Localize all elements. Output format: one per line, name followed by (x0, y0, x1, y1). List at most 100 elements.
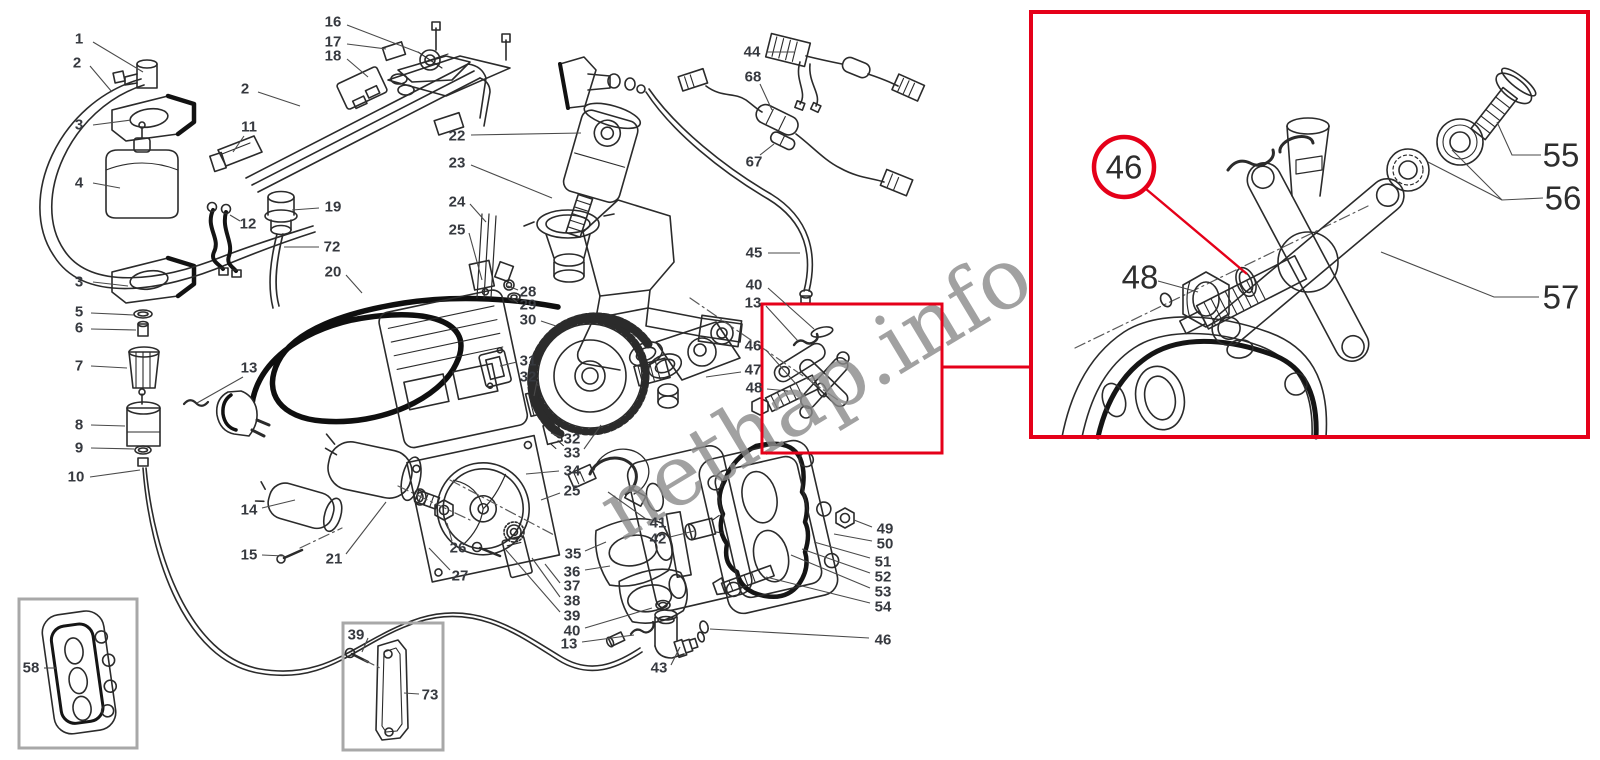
leader-line (346, 43, 387, 50)
thermostat-wires-drawing (206, 190, 298, 309)
part-callout-5: 5 (75, 304, 83, 321)
tubing-drawing (39, 63, 643, 677)
leader-line (90, 424, 126, 427)
leader-line (670, 646, 681, 666)
housing-fan-drawing (378, 289, 564, 583)
part-callout-57: 57 (1543, 279, 1580, 316)
part-callout-7: 7 (75, 358, 83, 375)
inset-detail-drawing (1061, 67, 1537, 440)
leader-line (759, 83, 773, 111)
part-callout-13: 13 (561, 636, 578, 653)
part-callout-39: 39 (348, 627, 365, 644)
leader-line (765, 576, 871, 604)
part-callout-44: 44 (744, 44, 761, 61)
part-callout-15: 15 (241, 547, 258, 564)
part-callout-12: 12 (240, 216, 257, 233)
part-callout-9: 9 (75, 440, 83, 457)
leader-line (705, 371, 742, 378)
part-callout-13: 13 (241, 360, 258, 377)
red-leader-line (1145, 188, 1248, 275)
part-callout-40: 40 (564, 623, 581, 640)
part-callout-49: 49 (877, 521, 894, 538)
part-callout-19: 19 (325, 199, 342, 216)
leader-line (470, 132, 582, 136)
top-valve-plate-drawing (381, 21, 511, 136)
leader-line (261, 499, 296, 509)
watermark-text: nethap.info (582, 225, 1048, 559)
leader-line (669, 530, 695, 538)
leader-line (92, 119, 132, 126)
leader-line (1380, 251, 1539, 298)
part-callout-3: 3 (75, 274, 83, 291)
leader-line (90, 447, 135, 450)
pump-assembly-drawing (468, 102, 642, 302)
leader-line (92, 182, 121, 189)
part-callout-52: 52 (875, 569, 892, 586)
leader-line (257, 91, 301, 107)
leader-line (361, 637, 369, 653)
part-callout-37: 37 (564, 578, 581, 595)
part-callout-46: 46 (875, 632, 892, 649)
part-callout-34: 34 (564, 463, 581, 480)
part-callout-23: 23 (449, 155, 466, 172)
part-callout-53: 53 (875, 584, 892, 601)
highlight-region-box (760, 302, 944, 455)
leader-line (89, 65, 113, 93)
part-callout-67: 67 (746, 154, 763, 171)
leader-line (833, 533, 873, 542)
leader-line (345, 274, 363, 294)
leader-line (232, 135, 245, 153)
part-callout-20: 20 (325, 264, 342, 281)
motor-capacitor-drawing (254, 433, 471, 564)
part-callout-48: 48 (1122, 259, 1159, 296)
leader-line (90, 312, 135, 316)
part-callout-2: 2 (241, 81, 249, 98)
part-callout-32: 32 (564, 431, 581, 448)
leader-line (403, 692, 420, 695)
leader-line (550, 432, 562, 438)
leader-line (1427, 161, 1503, 201)
part-callout-51: 51 (875, 554, 892, 571)
leader-line (346, 24, 421, 54)
exploded-diagram-artwork (39, 21, 1537, 741)
part-callout-32: 32 (520, 369, 537, 386)
part-callout-3: 3 (75, 117, 83, 134)
part-callout-58: 58 (23, 660, 40, 677)
part-callout-35: 35 (565, 546, 582, 563)
part-callout-26: 26 (450, 540, 467, 557)
part-callout-29: 29 (520, 297, 537, 314)
part-callout-41: 41 (650, 515, 667, 532)
leader-line (89, 469, 141, 478)
leader-line (1157, 280, 1199, 293)
leader-line (607, 491, 647, 520)
part-callout-18: 18 (325, 48, 342, 65)
leader-line (345, 501, 387, 555)
bracket-box (341, 621, 445, 752)
part-callout-38: 38 (564, 593, 581, 610)
leader-line (470, 164, 553, 199)
gear-belt-drawing (527, 312, 671, 439)
leader-line (229, 214, 241, 222)
boiler-group-drawing (626, 439, 855, 615)
part-callout-1: 1 (75, 31, 83, 48)
part-callout-48: 48 (746, 380, 763, 397)
part-callout-47: 47 (745, 362, 762, 379)
leader-line (583, 424, 602, 450)
leader-line (790, 554, 871, 589)
part-callout-30: 30 (520, 312, 537, 329)
heater-block-drawing (576, 199, 743, 409)
part-callout-50: 50 (877, 536, 894, 553)
leader-line (291, 207, 320, 211)
leader-line (531, 557, 561, 598)
leader-line (540, 492, 561, 501)
leader-line (853, 519, 873, 528)
side-bracket-drawing (344, 639, 409, 741)
leader-line (765, 349, 797, 385)
front-cover-drawing (41, 610, 118, 735)
leader-line (584, 607, 653, 629)
part-callout-22: 22 (449, 128, 466, 145)
part-callout-40: 40 (746, 277, 763, 294)
leader-line (468, 232, 483, 281)
part-callout-10: 10 (68, 469, 85, 486)
